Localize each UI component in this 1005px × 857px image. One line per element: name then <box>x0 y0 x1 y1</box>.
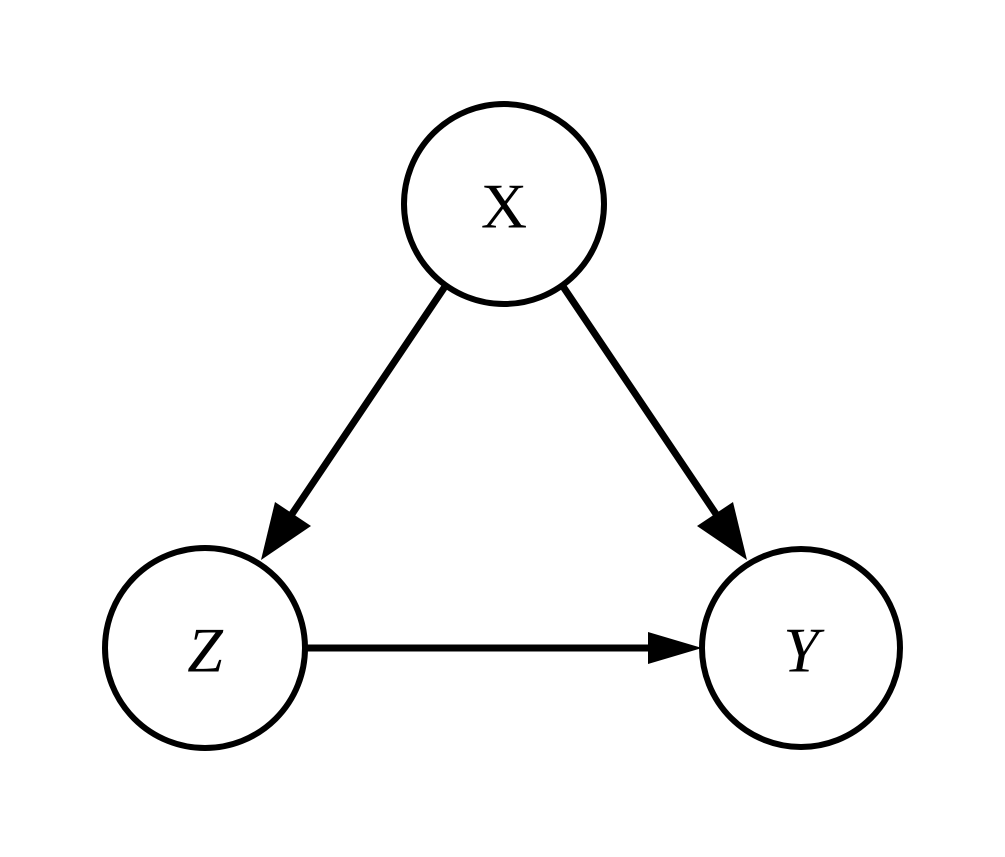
edge-x-to-z-arrowhead <box>261 502 311 560</box>
node-z-label: Z <box>187 615 224 686</box>
edge-z-to-y-arrowhead <box>648 632 702 664</box>
edge-x-to-y-shaft <box>559 283 719 516</box>
edge-z-to-y <box>305 632 702 664</box>
node-y-circle[interactable] <box>699 546 903 750</box>
node-y[interactable]: Y <box>699 546 903 750</box>
edge-x-to-z <box>261 283 449 560</box>
node-z-circle[interactable] <box>102 545 308 751</box>
edge-x-to-y <box>559 283 747 560</box>
edge-x-to-z-shaft <box>289 283 449 516</box>
node-z[interactable]: Z <box>102 545 308 751</box>
node-y-label: Y <box>783 615 825 686</box>
node-x[interactable]: X <box>401 101 607 307</box>
node-x-circle[interactable] <box>401 101 607 307</box>
edge-x-to-y-arrowhead <box>697 502 747 560</box>
node-x-label: X <box>481 171 527 242</box>
